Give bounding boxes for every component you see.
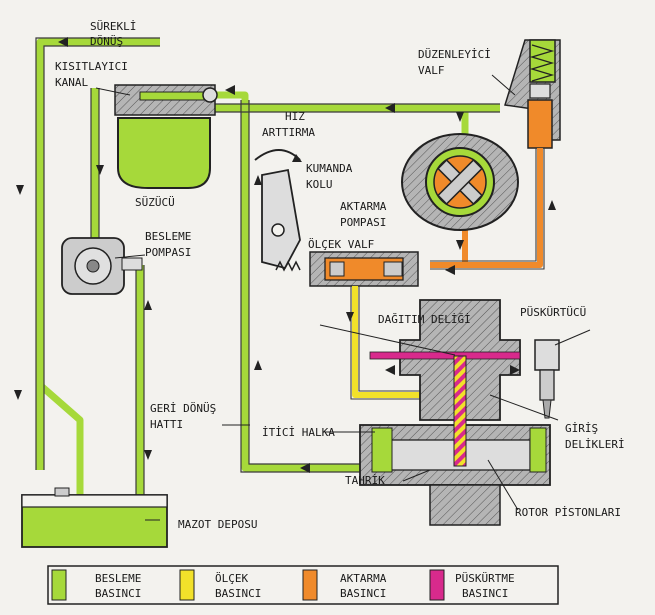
filter-to-valve-line bbox=[215, 91, 380, 472]
label-donus: DÖNÜŞ bbox=[90, 35, 123, 48]
label-valf: VALF bbox=[418, 64, 445, 77]
label-dagitim: DAĞITIM DELİĞİ bbox=[378, 313, 471, 326]
label-geri-donus: GERİ DÖNÜŞ bbox=[150, 402, 216, 415]
legend-label-2b: BASINCI bbox=[215, 587, 261, 600]
label-mazot: MAZOT DEPOSU bbox=[178, 518, 257, 531]
control-lever bbox=[254, 149, 302, 272]
label-kolu: KOLU bbox=[306, 178, 333, 191]
label-itici-halka: İTİCİ HALKA bbox=[262, 426, 335, 439]
label-arttirma: ARTTIRMA bbox=[262, 126, 315, 139]
label-aktarma: AKTARMA bbox=[340, 200, 387, 213]
label-kumanda: KUMANDA bbox=[306, 162, 353, 175]
legend-label-4a: PÜSKÜRTME bbox=[455, 572, 515, 585]
label-surekli: SÜREKLİ bbox=[90, 20, 136, 33]
transfer-lines bbox=[430, 148, 543, 268]
regulating-valve bbox=[504, 39, 561, 149]
legend: BESLEME BASINCI ÖLÇEK BASINCI AKTARMA BA… bbox=[47, 565, 559, 605]
label-duzenleyici: DÜZENLEYİCİ bbox=[418, 48, 491, 61]
label-puskurtucu: PÜSKÜRTÜCÜ bbox=[520, 306, 586, 319]
flow-arrows bbox=[14, 37, 556, 473]
legend-label-1b: BASINCI bbox=[95, 587, 141, 600]
label-kanal: KANAL bbox=[55, 76, 88, 89]
label-besleme-pompasi: POMPASI bbox=[145, 246, 191, 259]
distributor-head bbox=[359, 299, 551, 526]
pump-to-tank-line bbox=[36, 360, 84, 500]
legend-label-1a: BESLEME bbox=[95, 572, 141, 585]
label-besleme: BESLEME bbox=[145, 230, 191, 243]
label-aktarma-pompasi: POMPASI bbox=[340, 216, 386, 229]
label-olcek-valf: ÖLÇEK VALF bbox=[308, 238, 374, 251]
legend-item-olcek: ÖLÇEK BASINCI bbox=[179, 569, 261, 601]
continuous-return-line bbox=[36, 38, 160, 470]
label-tahrik: TAHRİK bbox=[345, 474, 385, 487]
metering-valve bbox=[309, 251, 419, 287]
legend-label-3a: AKTARMA bbox=[340, 572, 387, 585]
label-hiz: HIZ bbox=[285, 110, 305, 123]
injector bbox=[534, 339, 560, 419]
filter bbox=[114, 84, 218, 189]
transfer-pump bbox=[401, 133, 519, 231]
label-hatti: HATTI bbox=[150, 418, 183, 431]
label-delikleri: DELİKLERİ bbox=[565, 438, 625, 451]
label-kisitlayici: KISITLAYICI bbox=[55, 60, 128, 73]
legend-label-2a: ÖLÇEK bbox=[215, 572, 248, 585]
legend-item-aktarma: AKTARMA BASINCI bbox=[302, 569, 387, 601]
leader-lines bbox=[95, 74, 591, 521]
supply-pump bbox=[61, 237, 143, 295]
legend-label-3b: BASINCI bbox=[340, 587, 386, 600]
fuel-tank bbox=[21, 487, 168, 548]
label-giris: GİRİŞ bbox=[565, 422, 598, 435]
label-suzucu: SÜZÜCÜ bbox=[135, 196, 175, 209]
legend-label-4b: BASINCI bbox=[462, 587, 508, 600]
legend-item-besleme: BESLEME BASINCI bbox=[51, 569, 141, 601]
legend-item-puskurtme: PÜSKÜRTME BASINCI bbox=[429, 569, 515, 601]
label-rotor: ROTOR PİSTONLARI bbox=[515, 506, 621, 519]
